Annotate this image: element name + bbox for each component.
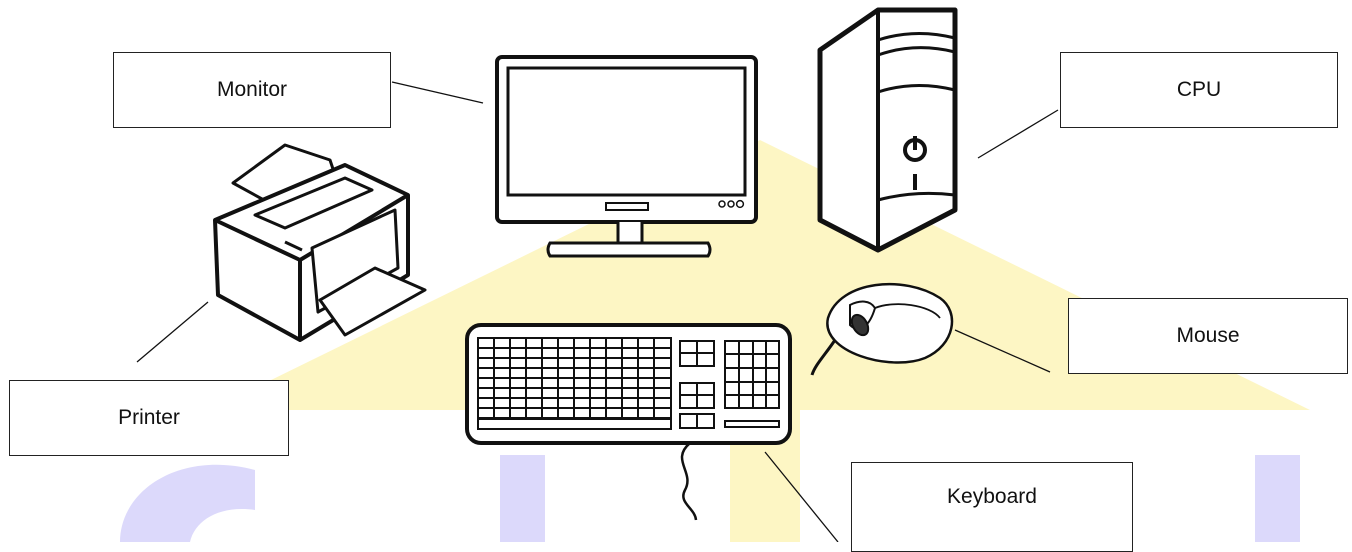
printer-label: Printer — [9, 380, 289, 456]
watermark-blue-bar-1 — [500, 455, 545, 542]
mouse-label-text: Mouse — [1176, 324, 1239, 348]
keyboard-label: Keyboard — [851, 462, 1133, 552]
keyboard-label-text: Keyboard — [947, 485, 1037, 509]
watermark-blue-c — [120, 465, 255, 542]
printer-illustration — [215, 145, 425, 340]
cpu-illustration — [820, 10, 955, 250]
monitor-label: Monitor — [113, 52, 391, 128]
cpu-label: CPU — [1060, 52, 1338, 128]
monitor-label-text: Monitor — [217, 78, 287, 102]
connector-printer — [137, 302, 208, 362]
cpu-label-text: CPU — [1177, 78, 1221, 102]
connector-monitor — [392, 82, 483, 103]
mouse-label: Mouse — [1068, 298, 1348, 374]
printer-label-text: Printer — [118, 406, 180, 430]
watermark-blue-bar-2 — [1255, 455, 1300, 542]
connector-cpu — [978, 110, 1058, 158]
